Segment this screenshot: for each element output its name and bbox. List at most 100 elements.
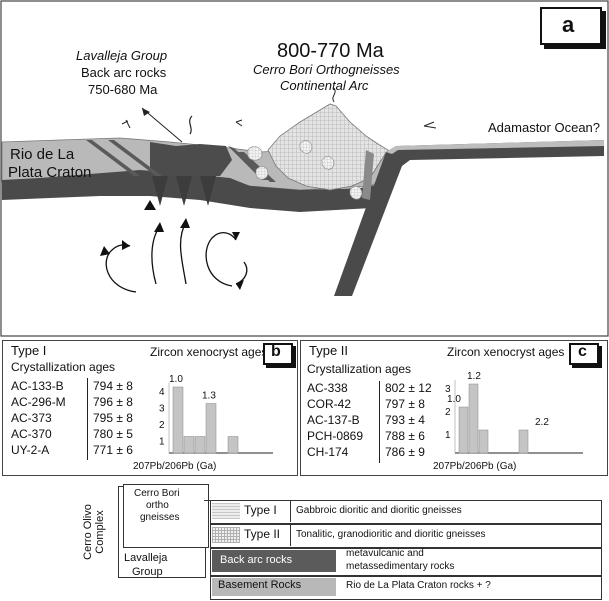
peak-label: 1.0 bbox=[169, 374, 183, 385]
lavalleja-pointer-head bbox=[142, 108, 150, 116]
histogram-bar bbox=[468, 383, 479, 454]
adamastor-ocean-label: Adamastor Ocean? bbox=[488, 120, 601, 135]
oblique-faults bbox=[86, 140, 276, 182]
sample-age: 788 ± 6 bbox=[385, 429, 425, 443]
lavalleja-line1: Lavalleja bbox=[124, 552, 168, 564]
legend: Cerro Olivo Complex Cerro Bori ortho gne… bbox=[82, 480, 604, 600]
sample-name: AC-373 bbox=[11, 411, 52, 425]
panel-c-sample-divider bbox=[379, 381, 380, 463]
y-tick-label: 1 bbox=[159, 437, 165, 448]
panel-b-letter: b bbox=[271, 343, 281, 360]
arc-age-label: 800-770 Ma bbox=[277, 40, 384, 62]
cerro-olivo-complex-label: Cerro Olivo Complex bbox=[82, 504, 106, 560]
sample-name: AC-137-B bbox=[307, 413, 360, 427]
subducting-slab bbox=[334, 140, 604, 296]
back-arc-basin bbox=[150, 142, 232, 176]
arc-seam bbox=[362, 150, 374, 200]
backarc-swatch bbox=[212, 550, 336, 572]
histogram-bar bbox=[518, 429, 529, 454]
panel-b-label-box bbox=[263, 343, 293, 365]
rio-de-la-plata-line1: Rio de La bbox=[10, 146, 75, 163]
cross-section-diagram bbox=[0, 0, 609, 337]
panel-b-type: Type I bbox=[11, 343, 47, 358]
peak-label: 1.0 bbox=[447, 394, 461, 405]
legend-row-name: Type II bbox=[244, 527, 281, 541]
legend-row-desc: metassedimentary rocks bbox=[346, 561, 455, 572]
y-tick-label: 1 bbox=[445, 430, 451, 441]
panel-b-zircon-title: Zircon xenocryst ages bbox=[150, 345, 268, 359]
panel-c: Type II Crystallization ages Zircon xeno… bbox=[300, 340, 608, 476]
legend-row-desc: Tonalitic, granodioritic and dioritic gn… bbox=[296, 529, 486, 540]
sample-name: AC-370 bbox=[11, 427, 52, 441]
sample-age: 794 ± 8 bbox=[93, 379, 133, 393]
back-arc-spikes bbox=[152, 176, 216, 206]
legend-row-type1 bbox=[210, 500, 602, 524]
sample-age: 795 ± 8 bbox=[93, 411, 133, 425]
panel-b-sample-divider bbox=[87, 378, 88, 460]
panel-c-cryst-title: Crystallization ages bbox=[307, 362, 412, 376]
arc-top-squiggle bbox=[332, 87, 336, 103]
legend-row-basement bbox=[210, 576, 602, 600]
panel-c-letter: c bbox=[578, 343, 587, 360]
histogram-bar bbox=[172, 386, 184, 454]
lavalleja-line2: Group bbox=[132, 566, 163, 578]
legend-row-divider bbox=[290, 500, 291, 522]
histogram-bar bbox=[227, 436, 239, 454]
cerro-bori-line2: ortho bbox=[146, 500, 169, 511]
sample-age: 802 ± 12 bbox=[385, 381, 432, 395]
peak-label: 2.2 bbox=[535, 417, 549, 428]
sample-age: 780 ± 5 bbox=[93, 427, 133, 441]
legend-row-desc: Gabbroic dioritic and dioritic gneisses bbox=[296, 505, 462, 516]
panel-a-letter: a bbox=[562, 12, 575, 37]
legend-row-desc: Rio de La Plata Craton rocks + ? bbox=[346, 580, 491, 591]
fault-mark-3 bbox=[423, 121, 437, 129]
legend-row-desc: metavulcanic and bbox=[346, 548, 424, 559]
panel-c-label-box bbox=[569, 343, 599, 365]
histogram-bar bbox=[205, 403, 217, 454]
histogram-bar bbox=[183, 436, 195, 454]
rio-de-la-plata-line2: Plata Craton bbox=[8, 164, 92, 181]
back-arc-age-label: 750-680 Ma bbox=[88, 82, 158, 97]
mantle-arrowheads bbox=[100, 200, 244, 290]
panel-a: a Lavalleja Group Back arc rocks 750-680… bbox=[0, 0, 609, 337]
sample-age: 771 ± 6 bbox=[93, 443, 133, 457]
cerro-bori-box bbox=[123, 484, 209, 548]
y-tick-label: 3 bbox=[159, 404, 165, 415]
sample-name: AC-296-M bbox=[11, 395, 66, 409]
sample-name: AC-133-B bbox=[11, 379, 64, 393]
cerro-bori-label: Cerro Bori Orthogneisses bbox=[253, 62, 400, 77]
legend-connector bbox=[204, 500, 210, 501]
sample-age: 797 ± 8 bbox=[385, 397, 425, 411]
sample-name: UY-2-A bbox=[11, 443, 50, 457]
sample-age: 796 ± 8 bbox=[93, 395, 133, 409]
panel-c-type: Type II bbox=[309, 343, 349, 358]
legend-row-divider bbox=[290, 524, 291, 546]
peak-label: 1.2 bbox=[467, 371, 481, 382]
type2-swatch bbox=[212, 527, 240, 543]
cerro-bori-line1: Cerro Bori bbox=[134, 488, 180, 499]
lavalleja-pointer bbox=[141, 107, 183, 143]
histogram-bar bbox=[194, 436, 206, 454]
lower-crust-left bbox=[2, 170, 380, 212]
legend-row-name: Type I bbox=[244, 503, 277, 517]
x-axis-label: 207Pb/206Pb (Ga) bbox=[133, 461, 216, 472]
sample-name: COR-42 bbox=[307, 397, 352, 411]
arc-pods bbox=[247, 146, 369, 200]
panel-a-label-box bbox=[540, 7, 602, 45]
x-axis-label: 207Pb/206Pb (Ga) bbox=[433, 461, 516, 472]
legend-row-type2 bbox=[210, 524, 602, 548]
sample-name: AC-338 bbox=[307, 381, 348, 395]
panel-c-zircon-title: Zircon xenocryst ages bbox=[447, 345, 565, 359]
sample-name: PCH-0869 bbox=[307, 429, 364, 443]
legend-row-backarc bbox=[210, 548, 602, 576]
histogram-bar bbox=[478, 429, 489, 454]
back-arc-rocks-label: Back arc rocks bbox=[81, 65, 167, 80]
legend-row-name: Back arc rocks bbox=[220, 554, 293, 566]
basement-swatch bbox=[212, 578, 336, 596]
sample-name: CH-174 bbox=[307, 445, 349, 459]
sample-age: 786 ± 9 bbox=[385, 445, 425, 459]
panel-b: Type I Crystallization ages Zircon xenoc… bbox=[2, 340, 298, 476]
fault-mark-2 bbox=[235, 119, 243, 127]
